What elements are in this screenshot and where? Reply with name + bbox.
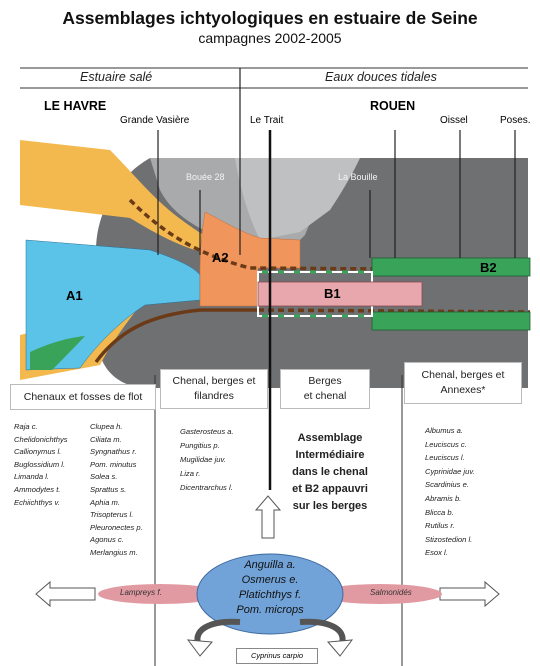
species-item: Limanda l. bbox=[14, 472, 50, 482]
place-poses: Poses. bbox=[500, 115, 531, 126]
place-bouee-28: Bouée 28 bbox=[186, 172, 225, 182]
species-column-3: Gasterosteus a. Pungitius p. Mugilidae j… bbox=[180, 425, 234, 495]
species-item: Leuciscus c. bbox=[425, 439, 467, 449]
label-b1: B1 bbox=[324, 286, 341, 301]
species-item: Clupea h. bbox=[90, 422, 123, 431]
zone-label-fresh: Eaux douces tidales bbox=[325, 70, 437, 84]
assemblage-note-line: et B2 appauvri bbox=[292, 483, 368, 495]
label-salmonids: Salmonidés bbox=[370, 588, 412, 597]
zone-b1 bbox=[257, 281, 423, 307]
species-item: Merlangius m. bbox=[90, 547, 138, 557]
species-item: Buglossidium l. bbox=[14, 459, 66, 469]
species-item: Cyprinidae juv. bbox=[425, 466, 475, 476]
habitat-chenal-filandres: Chenal, berges et filandres bbox=[160, 369, 268, 409]
assemblage-note: Assemblage Intermédiaire dans le chenal … bbox=[280, 430, 380, 515]
lamprey-ellipse bbox=[98, 584, 222, 604]
assemblage-note-line: Assemblage bbox=[297, 432, 363, 444]
zone-b2-lower bbox=[371, 311, 531, 331]
place-rouen: ROUEN bbox=[370, 99, 416, 113]
assemblage-note-line: dans le chenal bbox=[292, 466, 368, 478]
bottom-curved-arrow-right-head bbox=[326, 639, 354, 657]
species-item: Agonus c. bbox=[90, 535, 124, 545]
species-item: Esox l. bbox=[425, 548, 448, 558]
place-le-havre: LE HAVRE bbox=[44, 99, 107, 113]
migrant-species: Anguilla a. Osmerus e. Platichthys f. Po… bbox=[197, 558, 343, 618]
place-oissel: Oissel bbox=[440, 115, 468, 126]
habitat-chenaux: Chenaux et fosses de flot bbox=[10, 384, 156, 410]
zone-b2-upper bbox=[371, 257, 531, 277]
species-item: Albumus a. bbox=[425, 426, 463, 435]
species-item: Trisopterus l. bbox=[90, 510, 134, 520]
species-item: Liza r. bbox=[180, 469, 201, 478]
species-item: Sprattus s. bbox=[90, 484, 127, 494]
species-item: Aphia m. bbox=[90, 497, 120, 507]
assemblage-note-line: Intermédiaire bbox=[295, 449, 365, 461]
habitat-berges-chenal-line2: et chenal bbox=[303, 390, 347, 402]
zone-a1 bbox=[25, 239, 201, 371]
place-la-bouille: La Bouille bbox=[338, 172, 378, 182]
migrant-ellipse bbox=[196, 553, 344, 635]
estuary-light-grey-upper bbox=[235, 158, 360, 240]
migrant-species-item: Platichthys f. bbox=[238, 589, 302, 601]
left-arrow-icon bbox=[35, 580, 96, 608]
species-column-1: Raja c. Chelidonichthys Callionymus l. B… bbox=[14, 421, 68, 509]
page-title: Assemblages ichtyologiques en estuaire d… bbox=[62, 8, 478, 28]
yellow-bank-upper bbox=[20, 140, 230, 253]
zone-a1-green bbox=[30, 336, 85, 370]
species-column-2: Clupea h. Ciliata m. Syngnathus r. Pom. … bbox=[90, 421, 143, 560]
label-a2: A2 bbox=[212, 250, 229, 265]
zone-label-salt: Estuaire salé bbox=[80, 70, 153, 84]
page-subtitle: campagnes 2002-2005 bbox=[198, 30, 342, 46]
bank-line-lower bbox=[94, 308, 258, 364]
habitat-berges-chenal-line1: Berges bbox=[308, 375, 342, 387]
species-item: Dicentrarchus l. bbox=[180, 483, 233, 492]
habitat-chenal-filandres-line2: filandres bbox=[194, 390, 234, 402]
right-arrow-icon bbox=[439, 580, 500, 608]
assemblage-note-line: sur les berges bbox=[292, 500, 368, 512]
species-item: Scardinius e. bbox=[425, 480, 469, 490]
salmonid-ellipse bbox=[318, 584, 442, 604]
species-item: Chelidonichthys bbox=[14, 434, 68, 444]
species-item: Echiichthys v. bbox=[14, 497, 60, 507]
bottom-curved-arrow-left-head bbox=[186, 639, 214, 657]
species-item: Pleuronectes p. bbox=[90, 522, 143, 532]
bank-line-upper bbox=[128, 198, 531, 272]
habitat-chenal-annexes-line1: Chenal, berges et bbox=[421, 369, 505, 381]
place-grande-vasiere: Grande Vasière bbox=[120, 115, 190, 126]
species-item: Pom. minutus bbox=[90, 459, 137, 469]
migrant-species-item: Anguilla a. bbox=[244, 559, 296, 571]
species-item: Ammodytes t. bbox=[14, 484, 61, 494]
bank-line-lower-dashed bbox=[257, 308, 531, 314]
species-item: Rutilus r. bbox=[425, 521, 455, 531]
species-item: Pungitius p. bbox=[180, 441, 220, 450]
species-item: Abramis b. bbox=[425, 493, 462, 503]
habitat-chenal-annexes: Chenal, berges et Annexes* bbox=[404, 362, 522, 404]
species-column-4: Albumus a. Leuciscus c. Leuciscus l. Cyp… bbox=[425, 424, 475, 560]
species-item: Mugilidae juv. bbox=[180, 455, 226, 464]
habitat-chenal-filandres-line1: Chenal, berges et bbox=[172, 375, 256, 387]
label-a1: A1 bbox=[66, 288, 83, 303]
label-carp: Cyprinus carpio bbox=[236, 648, 318, 664]
habitat-chenal-annexes-line2: Annexes* bbox=[440, 384, 486, 396]
place-le-trait: Le Trait bbox=[250, 115, 284, 126]
species-item: Gasterosteus a. bbox=[180, 427, 234, 436]
species-item: Ciliata m. bbox=[90, 434, 122, 444]
label-b2: B2 bbox=[480, 260, 497, 275]
species-item: Stizostedion l. bbox=[425, 534, 473, 544]
species-item: Leuciscus l. bbox=[425, 453, 465, 463]
species-item: Raja c. bbox=[14, 422, 38, 431]
zone-a2 bbox=[199, 211, 301, 307]
habitat-berges-chenal: Berges et chenal bbox=[280, 369, 370, 409]
species-item: Callionymus l. bbox=[14, 447, 62, 457]
species-item: Blicca b. bbox=[425, 507, 454, 517]
up-arrow-icon bbox=[254, 495, 282, 539]
migrant-species-item: Osmerus e. bbox=[241, 574, 299, 586]
migrant-species-item: Pom. microps bbox=[236, 604, 304, 616]
label-lampreys: Lampreys f. bbox=[120, 588, 162, 597]
species-item: Syngnathus r. bbox=[90, 447, 137, 457]
species-item: Solea s. bbox=[90, 472, 118, 482]
